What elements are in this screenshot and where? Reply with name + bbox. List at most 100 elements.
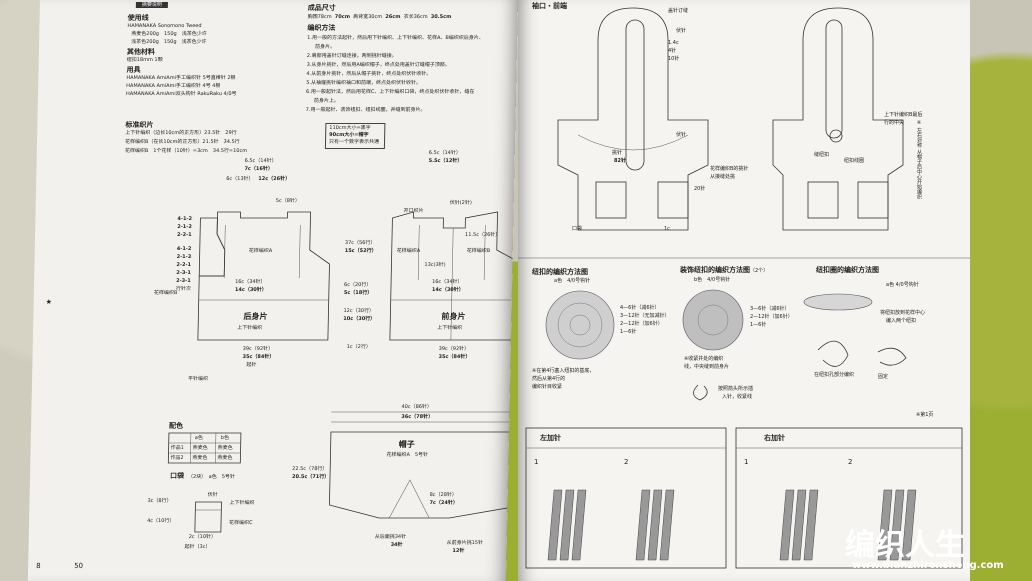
right-index-label: ※第1页 [916,412,934,418]
front-dim-chest-2: 14c（30针） [431,287,464,293]
step-label-2: 2 [624,458,629,466]
diagram1-note-2: 然后从第4行的 [532,376,566,382]
pocket-label-stst: 上下针编织 [229,500,255,506]
height-label-5: 12c（30行） [343,308,375,314]
color-row1-b: 燕麦色 [217,445,233,451]
front-pattern-divider-right [483,225,486,280]
hood-center-dart [388,479,430,519]
diagram1-note-1: ※在第4行塞入纽扣的基底， [532,368,595,374]
left-increase-title: 左加针 [540,434,561,442]
diagram3-label-3: 编入两个纽扣 [886,318,917,324]
back-dim-hem-1: 39c（92针） [242,346,274,352]
color-table-col-line-1 [190,433,192,463]
pocket-outline [194,501,222,533]
height-label-3: 6c（20行） [343,282,372,288]
label-width: 1.4c [668,40,679,46]
hood-dim-2: 36c（78针） [401,414,434,420]
right-page: 袖口・前端 盖针订缝 伏针 1.4c 4针 10针 伏针 挑针 82针 口袋 1… [518,0,970,581]
front-dim-top-2: 5.5c（12针） [428,158,463,164]
hood-dim-9: 从前身片挑15针 [446,540,484,546]
color-row1-label: 作品1 [170,445,184,451]
label-pattern-b-pickup: 花样编织B的挑针 [710,166,749,172]
color-th-b: b色 [220,435,230,441]
diagram2-title-suffix: （2个） [750,268,769,274]
back-dec-8: 2-3-1 [176,278,191,284]
back-hem-label: 平针编织 [187,376,209,382]
height-label-7: 1c（2行） [346,344,371,350]
front-piece-sub: 上下针编织 [437,325,463,331]
height-label-4: 5c（18行） [343,290,373,296]
back-dec-unit: 行针次 [175,286,192,292]
front-center-line [450,228,454,340]
back-dim-mid-1: 6c（13针） [226,176,254,182]
back-dec-2: 2-1-2 [177,224,192,230]
back-dec-3: 2-2-1 [177,232,192,238]
pocket-label-height-2: 4c（10行） [147,518,175,524]
label-4-stitches: 4针 [668,48,677,54]
right-increase-box [735,427,963,569]
color-row1-a: 燕麦色 [192,445,208,451]
hood-outline [329,431,519,519]
stitch-2b [647,489,663,561]
button-chart-ring-inner [557,302,603,348]
front-dim-hem-1: 39c（92针） [438,346,470,352]
back-dim-chest-2: 14c（30针） [234,287,267,293]
diagram2-title-line: 装饰纽扣的编织方法图（2个） [680,266,768,274]
pattern-schematic-svg [167,211,519,533]
watermark-logo: 编织人生 [845,528,965,563]
front-dim-top-1: 6.5c（14针） [428,150,461,156]
stitch-1b [559,489,575,561]
back-dim-top-1: 6.5c（14针） [244,158,277,164]
decor-button-chart-circle [682,289,744,351]
button-loop-chart [803,293,873,311]
hood-dim-5: 8c（28针） [429,492,457,498]
diagram1-note-3: 编织针目收紧 [532,384,563,390]
stitch-3b [791,489,807,561]
button-mark [829,129,843,143]
back-piece-left-strip [198,217,226,277]
front-dim-hem-2: 35c（84针） [438,354,471,360]
top-heading: 袖口・前端 [532,2,567,10]
back-dim-mid-2: 12c（26针） [258,176,291,182]
back-dec-6: 2-2-1 [176,262,192,268]
hood-sub: 花样编织A 5号针 [386,452,429,458]
diagram1-round-1: 1—6针 [620,329,637,335]
finishing-diagram-svg [518,7,970,569]
hood-dim-3: 22.5c（78行） [292,466,328,472]
label-1c: 1c [664,226,670,232]
hood-dim-10: 12针 [452,548,465,554]
label-sew-button: 缝纽扣 [814,152,830,158]
front-label-3: 13c(3针) [424,262,446,268]
color-table-border [167,432,242,464]
loop-finish-figure-1 [817,340,849,367]
back-dec-1: 4-1-2 [177,216,193,222]
label-pocket: 口袋 [572,226,583,232]
color-th-a: a色 [194,435,203,441]
front-label-bind-off: 伏针(2针) [449,200,472,206]
vest-back-outline [772,7,904,231]
diagram2-sub: b色 4/0号钩针 [694,277,731,283]
back-dim-top-2: 7c（16针） [244,166,273,172]
label-cover-seam: 盖针订缝 [668,8,689,14]
right-increase-title: 右加针 [764,434,785,442]
neckline-curve [577,134,689,151]
diagram1-title: 纽扣的编织方法图 [532,268,588,276]
front-label-opening: 开口织片 [403,208,424,214]
page-number-left-2: 50 [74,562,84,570]
label-from-seam: 从接缝处挑 [710,174,736,180]
pocket-label-width: 2c（10针） [188,534,217,540]
pocket-back-left [807,181,839,219]
step-label-1: 1 [534,458,539,466]
back-dec-4: 4-1-2 [176,246,192,252]
hook-note-2: 入针，收紧线 [722,394,753,400]
back-dim-hem-2: 35c（84针） [242,354,275,360]
stitch-4c [901,489,917,561]
pocket-label-bindoff: 伏针 [207,492,218,498]
hood-title: 帽子 [398,440,415,449]
diagram3-label-4: 在纽扣孔部分编织 [814,372,855,378]
diagram2-round-2: 2—12针（加6针） [750,314,793,320]
pocket-sub: （2块） a色 5号针 [187,474,236,480]
hood-dim-8: 34针 [390,542,403,548]
back-dec-5: 2-1-3 [176,254,192,260]
diagram1-sub: a色 4/0号钩针 [554,278,591,284]
